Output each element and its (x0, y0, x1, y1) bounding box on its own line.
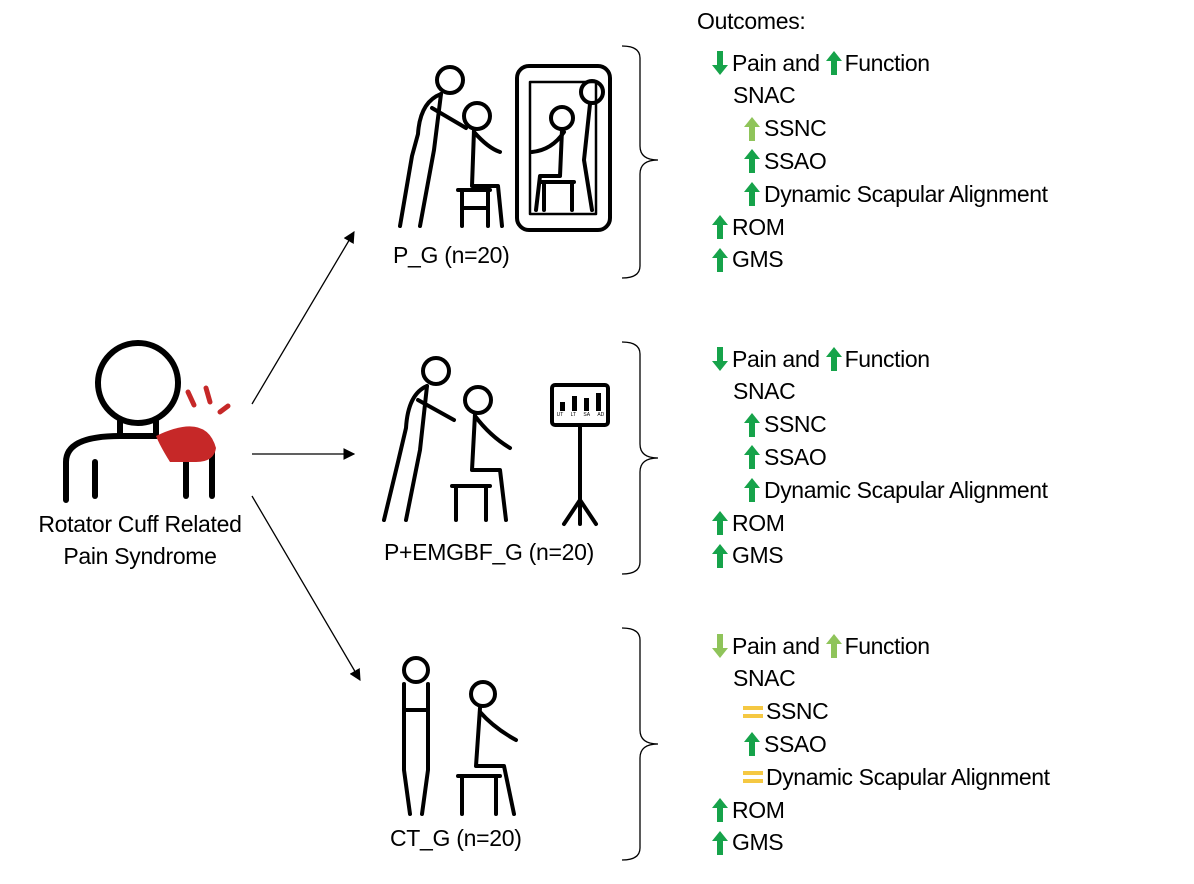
channel-label: SA (583, 412, 591, 418)
patient-label: Rotator Cuff Related Pain Syndrome (20, 508, 260, 572)
group-1-label: P_G (n=20) (393, 242, 510, 268)
outcome-row: SSNC (743, 114, 827, 144)
outcome-row: ROM (711, 212, 785, 242)
brace-group-3 (621, 627, 659, 861)
outcome-row: Pain and Function (711, 48, 930, 78)
channel-label: AD (597, 412, 605, 418)
outcome-row: SSAO (743, 729, 827, 759)
outcome-text: SSNC (766, 698, 829, 725)
outcome-row: SSAO (743, 146, 827, 176)
arrow-up-icon (825, 50, 843, 76)
outcome-row: GMS (711, 828, 784, 858)
channel-label: LT (570, 412, 577, 418)
control-group-icon (402, 656, 518, 816)
outcomes-title: Outcomes: (697, 8, 806, 34)
outcome-text: GMS (732, 542, 784, 569)
outcome-text: SSAO (764, 147, 827, 174)
outcome-row: Dynamic Scapular Alignment (743, 475, 1048, 505)
arrow-to-p-group (251, 230, 355, 405)
outcome-row: Dynamic Scapular Alignment (743, 179, 1048, 209)
brace-group-1 (621, 45, 659, 279)
outcome-row: Pain and Function (711, 344, 930, 374)
arrow-up-icon (743, 148, 761, 174)
outcome-row: SNAC (733, 377, 796, 407)
arrow-up-icon (825, 633, 843, 659)
outcome-text: ROM (732, 796, 785, 823)
outcome-text: SNAC (733, 665, 796, 692)
outcome-text: SSNC (764, 411, 827, 438)
outcome-text: GMS (732, 246, 784, 273)
outcome-text: SNAC (733, 378, 796, 405)
arrow-up-icon (711, 214, 729, 240)
arrow-to-control-group (251, 495, 361, 682)
emg-monitor-channel-labels: UT LT SA AD (553, 411, 608, 419)
outcome-row: Dynamic Scapular Alignment (743, 762, 1050, 792)
outcome-row: GMS (711, 541, 784, 571)
outcome-text: SSNC (764, 115, 827, 142)
arrow-up-icon (743, 412, 761, 438)
arrow-up-icon (711, 797, 729, 823)
outcome-text: Pain and (732, 345, 820, 372)
outcome-row: GMS (711, 245, 784, 275)
group-3-label: CT_G (n=20) (390, 825, 522, 851)
outcome-row: SNAC (733, 81, 796, 111)
arrow-up-icon (711, 510, 729, 536)
outcome-text: Pain and (732, 49, 820, 76)
patient-label-line-1: Rotator Cuff Related (38, 511, 242, 537)
arrow-up-icon (743, 477, 761, 503)
arrow-up-icon (743, 116, 761, 142)
outcome-text: GMS (732, 829, 784, 856)
emg-monitor-icon (550, 383, 610, 526)
arrow-up-icon (711, 830, 729, 856)
painful-shoulder-icon (156, 426, 216, 462)
outcome-text: Dynamic Scapular Alignment (766, 763, 1050, 790)
patient-label-line-2: Pain Syndrome (63, 543, 217, 569)
outcome-text: ROM (732, 213, 785, 240)
no-change-icon (743, 705, 763, 719)
outcome-text: Pain and (732, 632, 820, 659)
outcome-text: Dynamic Scapular Alignment (764, 180, 1048, 207)
arrow-up-icon (825, 346, 843, 372)
outcome-text: Function (844, 49, 930, 76)
arrow-down-icon (711, 346, 729, 372)
patient-shoulder-pain-icon (63, 340, 215, 503)
emg-monitor-bars (560, 393, 601, 411)
arrow-up-icon (711, 543, 729, 569)
outcome-text: Function (844, 345, 930, 372)
outcome-row: SSNC (743, 410, 827, 440)
no-change-icon (743, 770, 763, 784)
brace-group-2 (621, 341, 659, 575)
pain-rays-icon (185, 385, 231, 415)
outcome-row: Pain and Function (711, 631, 930, 661)
channel-label: UT (556, 412, 564, 418)
group-2-label: P+EMGBF_G (n=20) (384, 539, 594, 565)
outcome-text: SNAC (733, 82, 796, 109)
outcome-row: SSAO (743, 442, 827, 472)
outcome-text: ROM (732, 509, 785, 536)
arrow-down-icon (711, 633, 729, 659)
outcome-row: SNAC (733, 664, 796, 694)
arrow-down-icon (711, 50, 729, 76)
outcome-text: Function (844, 632, 930, 659)
outcome-row: SSNC (743, 697, 829, 727)
outcome-text: SSAO (764, 443, 827, 470)
therapist-mirror-icon (398, 64, 612, 232)
arrow-up-icon (743, 181, 761, 207)
outcome-row: ROM (711, 795, 785, 825)
outcome-row: ROM (711, 508, 785, 538)
arrow-up-icon (711, 247, 729, 273)
arrow-up-icon (743, 731, 761, 757)
outcome-text: SSAO (764, 730, 827, 757)
arrow-up-icon (743, 444, 761, 470)
therapist-emg-icon (382, 356, 512, 522)
outcome-text: Dynamic Scapular Alignment (764, 476, 1048, 503)
